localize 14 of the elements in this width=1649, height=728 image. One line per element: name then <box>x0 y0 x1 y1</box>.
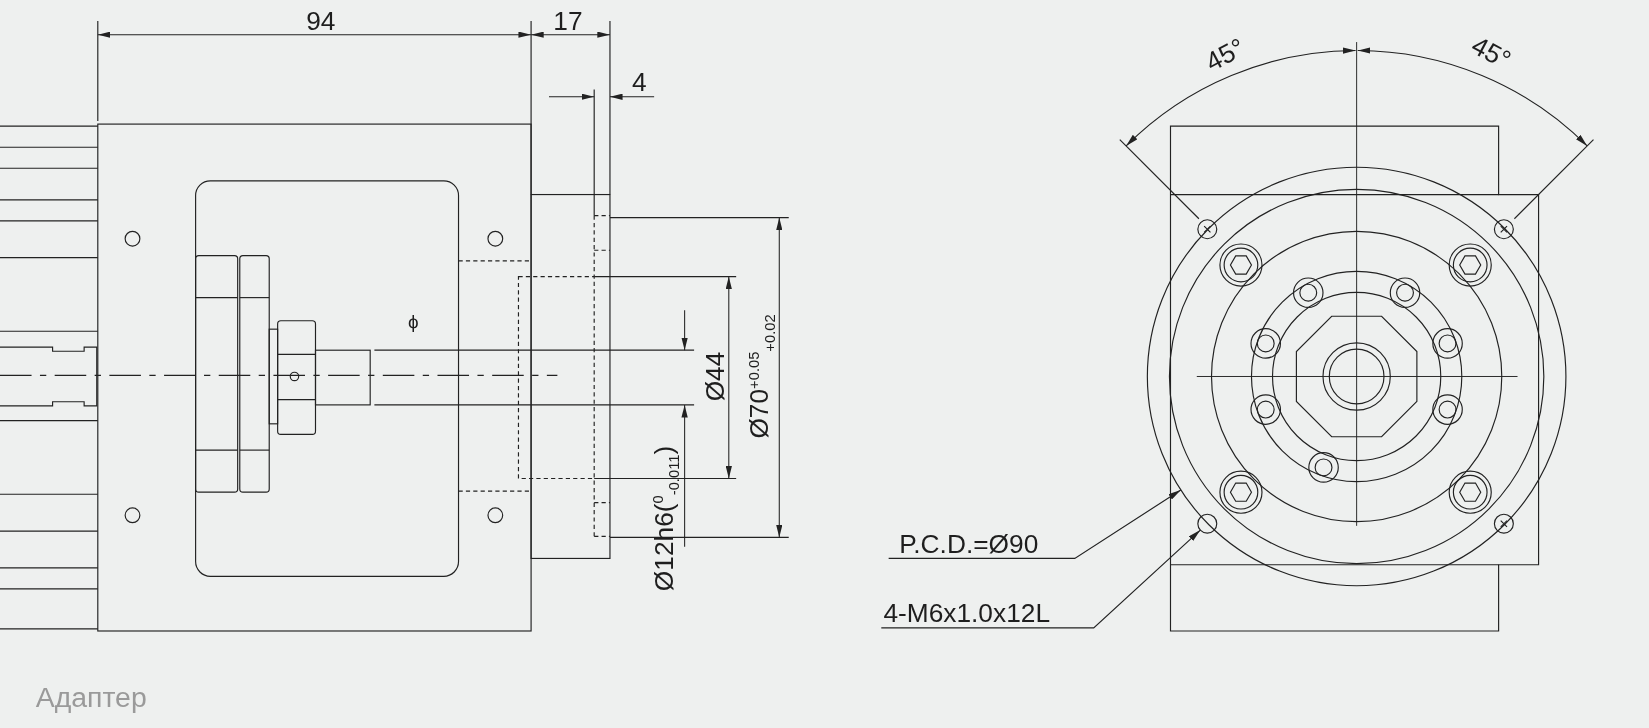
caption: Адаптер <box>35 681 147 715</box>
dimension-label: Ø44 <box>702 351 729 402</box>
dimension-label: 17 <box>553 7 583 35</box>
leader-line <box>880 529 1201 629</box>
leader-line <box>888 489 1182 559</box>
dimension-label: ϕ <box>408 312 419 332</box>
dimension-label: 45° <box>1467 31 1515 74</box>
flange-circle <box>1146 166 1567 587</box>
bolt-hole <box>1197 513 1218 534</box>
dimension-label: 4 <box>632 68 647 96</box>
callout-text: P.C.D.=Ø90 <box>899 529 1039 559</box>
dimension-label: 94 <box>306 7 336 35</box>
callout-text: 4-M6x1.0x12L <box>883 597 1050 627</box>
dimension-label: 45° <box>1201 33 1249 76</box>
